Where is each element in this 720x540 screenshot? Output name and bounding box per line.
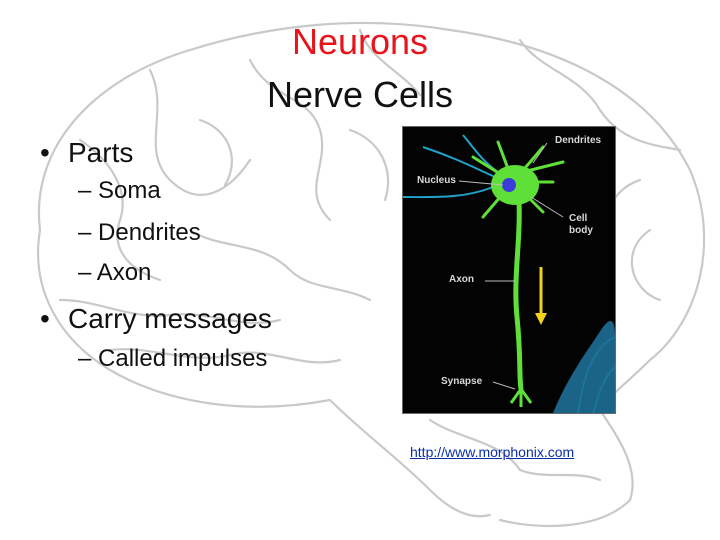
bullet-text: Parts — [68, 137, 134, 168]
slide-subtitle-nerve-cells: Nerve Cells — [266, 74, 454, 115]
morphonix-link[interactable]: http://www.morphonix.com — [410, 444, 575, 460]
label-dendrites: Dendrites — [555, 135, 602, 146]
label-cell: Cell — [569, 213, 588, 224]
subitem-called-impulses: – Called impulses — [78, 345, 268, 372]
bullet-glyph: • — [40, 303, 50, 334]
bullet-parts: • Parts — [40, 136, 133, 170]
neuron-illustration — [402, 134, 616, 414]
bullet-carry-messages: • Carry messages — [40, 302, 272, 336]
label-nucleus: Nucleus — [417, 175, 456, 186]
subitem-axon: – Axon — [78, 259, 152, 286]
label-body: body — [569, 225, 593, 236]
bullet-text: Carry messages — [68, 303, 272, 334]
label-synapse: Synapse — [441, 376, 483, 387]
slide-title-neurons: Neurons — [291, 21, 429, 62]
label-axon: Axon — [449, 274, 474, 285]
subitem-soma: – Soma — [78, 177, 161, 204]
subitem-dendrites: – Dendrites — [78, 219, 201, 246]
bullet-glyph: • — [40, 137, 50, 168]
neuron-diagram-image: Dendrites Nucleus Cell body Axon Synapse — [402, 126, 616, 414]
